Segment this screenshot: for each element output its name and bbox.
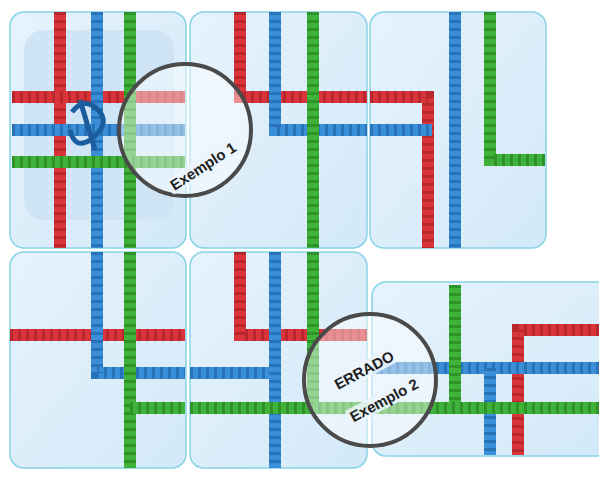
rope-twist	[269, 252, 281, 468]
rope-twist	[370, 97, 428, 248]
rope-segment	[370, 97, 428, 248]
rope-twist	[307, 12, 319, 248]
rope-segment	[97, 252, 185, 373]
rope-twist	[449, 285, 461, 408]
tile	[370, 12, 546, 248]
rope-twist	[370, 124, 432, 136]
blue-rope	[12, 12, 599, 468]
example-circle: Exemplo 1	[117, 62, 253, 198]
ropes	[10, 12, 599, 468]
rope-twist	[124, 252, 136, 468]
green-rope	[12, 12, 599, 468]
rope-twist	[190, 367, 275, 379]
rope-segment	[518, 330, 599, 455]
rope-twist	[240, 12, 367, 97]
red-rope	[10, 12, 599, 455]
tiles	[10, 12, 599, 468]
rope-segment	[449, 12, 461, 248]
rope-segment	[490, 12, 545, 160]
rope-twist	[275, 12, 367, 130]
rope-segment	[240, 12, 367, 97]
rope-segment	[307, 12, 319, 248]
rope-segment	[449, 285, 461, 408]
rope-twist	[130, 402, 185, 414]
rope-segment	[275, 12, 367, 130]
rope-twist	[97, 252, 185, 373]
knot	[70, 100, 103, 150]
rope-segment	[124, 252, 136, 468]
example-circle: ERRADOExemplo 2	[302, 312, 438, 448]
example-label: Exemplo 1	[164, 137, 241, 195]
rope-segment	[269, 252, 281, 468]
rope-twist	[449, 12, 461, 248]
rope-twist	[518, 330, 599, 455]
rope-segment	[190, 367, 275, 379]
tile	[10, 252, 186, 468]
rope-segment	[130, 402, 185, 414]
rope-segment	[370, 124, 432, 136]
rope-twist	[490, 12, 545, 160]
